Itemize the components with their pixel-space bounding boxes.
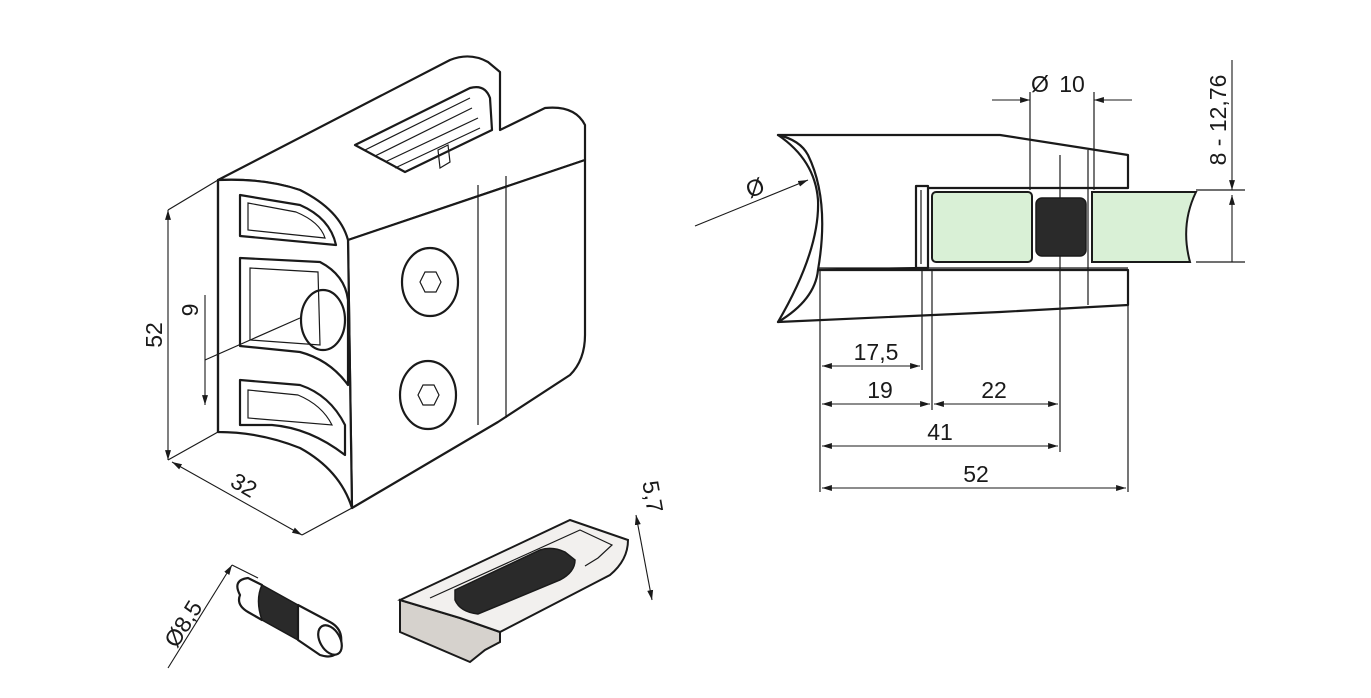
dim-hole-offset: 9 (177, 304, 203, 317)
dim-bolt-diameter: 10 (1059, 71, 1085, 97)
bolt-head-upper (400, 246, 460, 318)
dim-bolt-diameter-symbol: Ø (1031, 71, 1049, 97)
rubber-insert-part: 5,7 (397, 479, 668, 664)
clamp-isometric-view: 52 9 32 (141, 55, 587, 536)
dim-41: 41 (927, 419, 953, 445)
bolt-head-lower (398, 359, 458, 431)
dim-glass-thickness: 8 - 12,76 (1205, 75, 1231, 166)
dim-pin-diameter: Ø8,5 (159, 596, 207, 652)
dim-19: 19 (867, 377, 893, 403)
dim-52: 52 (963, 461, 989, 487)
section-view: Ø Ø 10 8 - 12,76 17,5 19 22 41 52 (694, 60, 1245, 492)
pin-part: Ø8,5 (159, 564, 343, 669)
glass-panel-left (931, 191, 1033, 263)
glass-panel-right (1091, 191, 1198, 263)
dim-clamp-height: 52 (141, 322, 167, 348)
dim-clamp-depth: 32 (226, 467, 261, 502)
dim-insert-thickness: 5,7 (637, 479, 668, 515)
dim-17-5: 17,5 (854, 339, 899, 365)
dim-22: 22 (981, 377, 1007, 403)
gasket (1035, 197, 1087, 257)
